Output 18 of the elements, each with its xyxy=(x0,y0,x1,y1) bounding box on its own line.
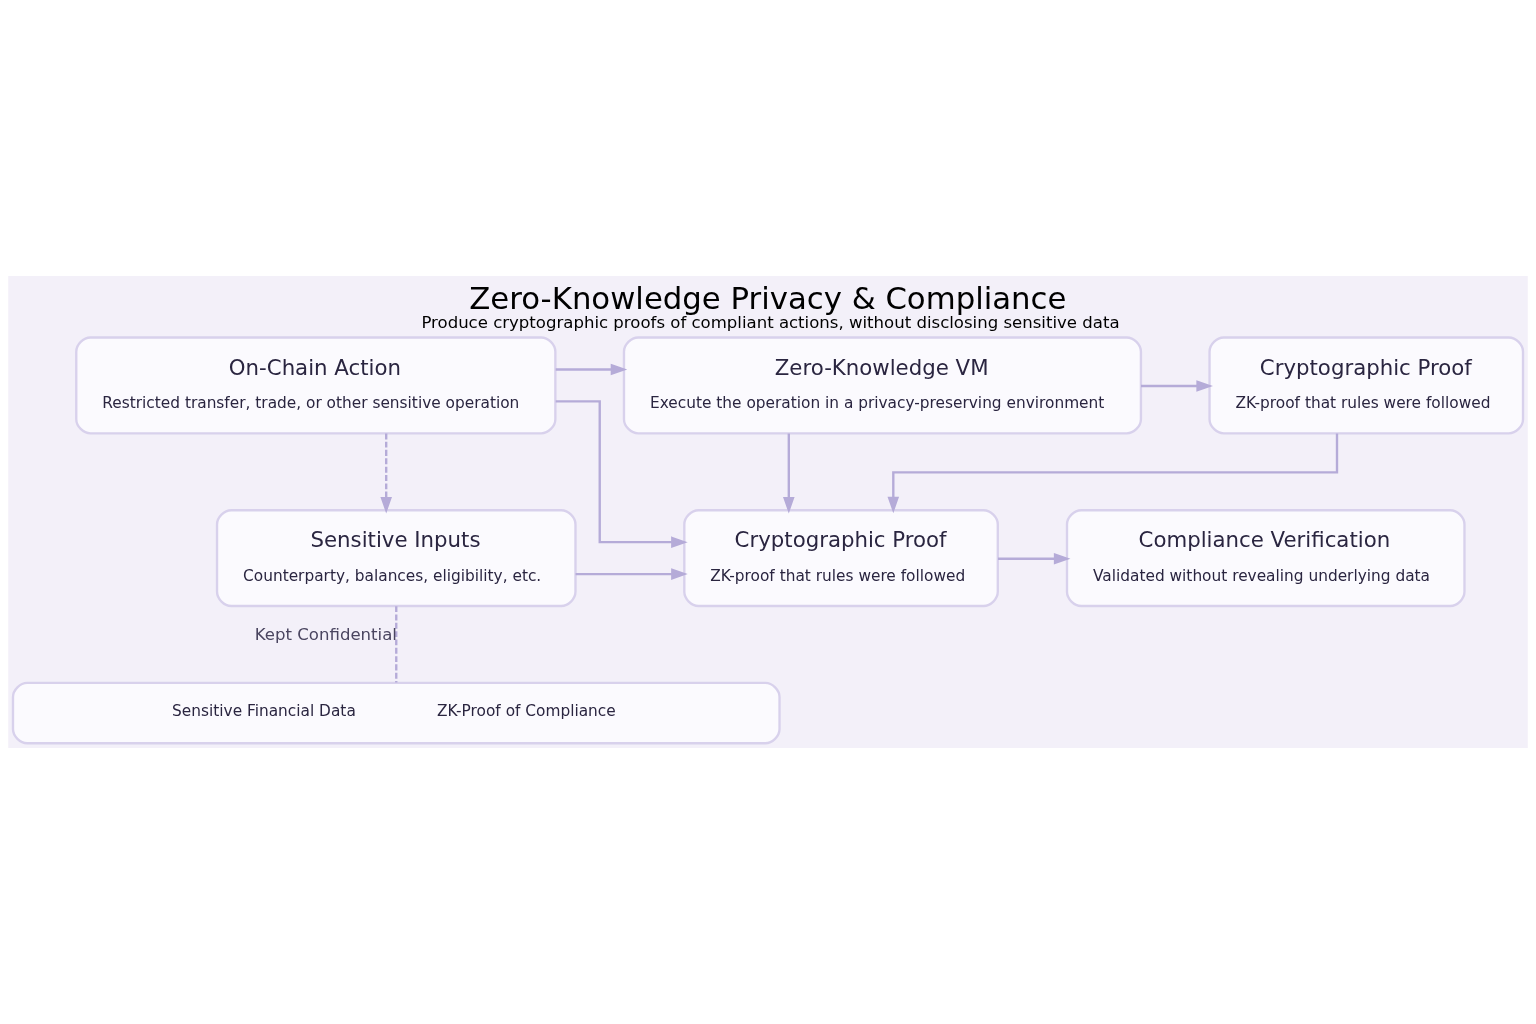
node-box: Cryptographic Proof ZK-proof that rules were followed xyxy=(683,509,999,608)
arrow xyxy=(783,433,795,514)
arrow xyxy=(998,552,1071,565)
node-box: Compliance Verification Validated without revealing underlying data xyxy=(1065,509,1466,608)
arrow xyxy=(887,433,1339,514)
diagram-title: Zero-Knowledge Privacy & Compliance xyxy=(469,279,1067,316)
node-box: Sensitive Inputs Counterparty, balances, eligibility, etc. xyxy=(215,509,577,608)
arrow xyxy=(575,568,688,580)
node-box: Cryptographic Proof ZK-proof that rules were followed xyxy=(1208,336,1525,435)
arrow xyxy=(555,400,688,548)
arrow xyxy=(555,363,628,376)
node-box: Zero-Knowledge VM Execute the operation in a privacy-preserving environment xyxy=(622,336,1143,435)
arrow xyxy=(1141,380,1213,392)
connector xyxy=(395,606,398,683)
node-box: On-Chain Action Restricted transfer, trade, or other sensitive operation xyxy=(75,336,557,435)
edge-label: Kept Confidential xyxy=(254,624,397,644)
node-box: Sensitive Financial Data ZK-Proof of Compliance xyxy=(11,681,781,745)
arrow xyxy=(380,433,392,514)
